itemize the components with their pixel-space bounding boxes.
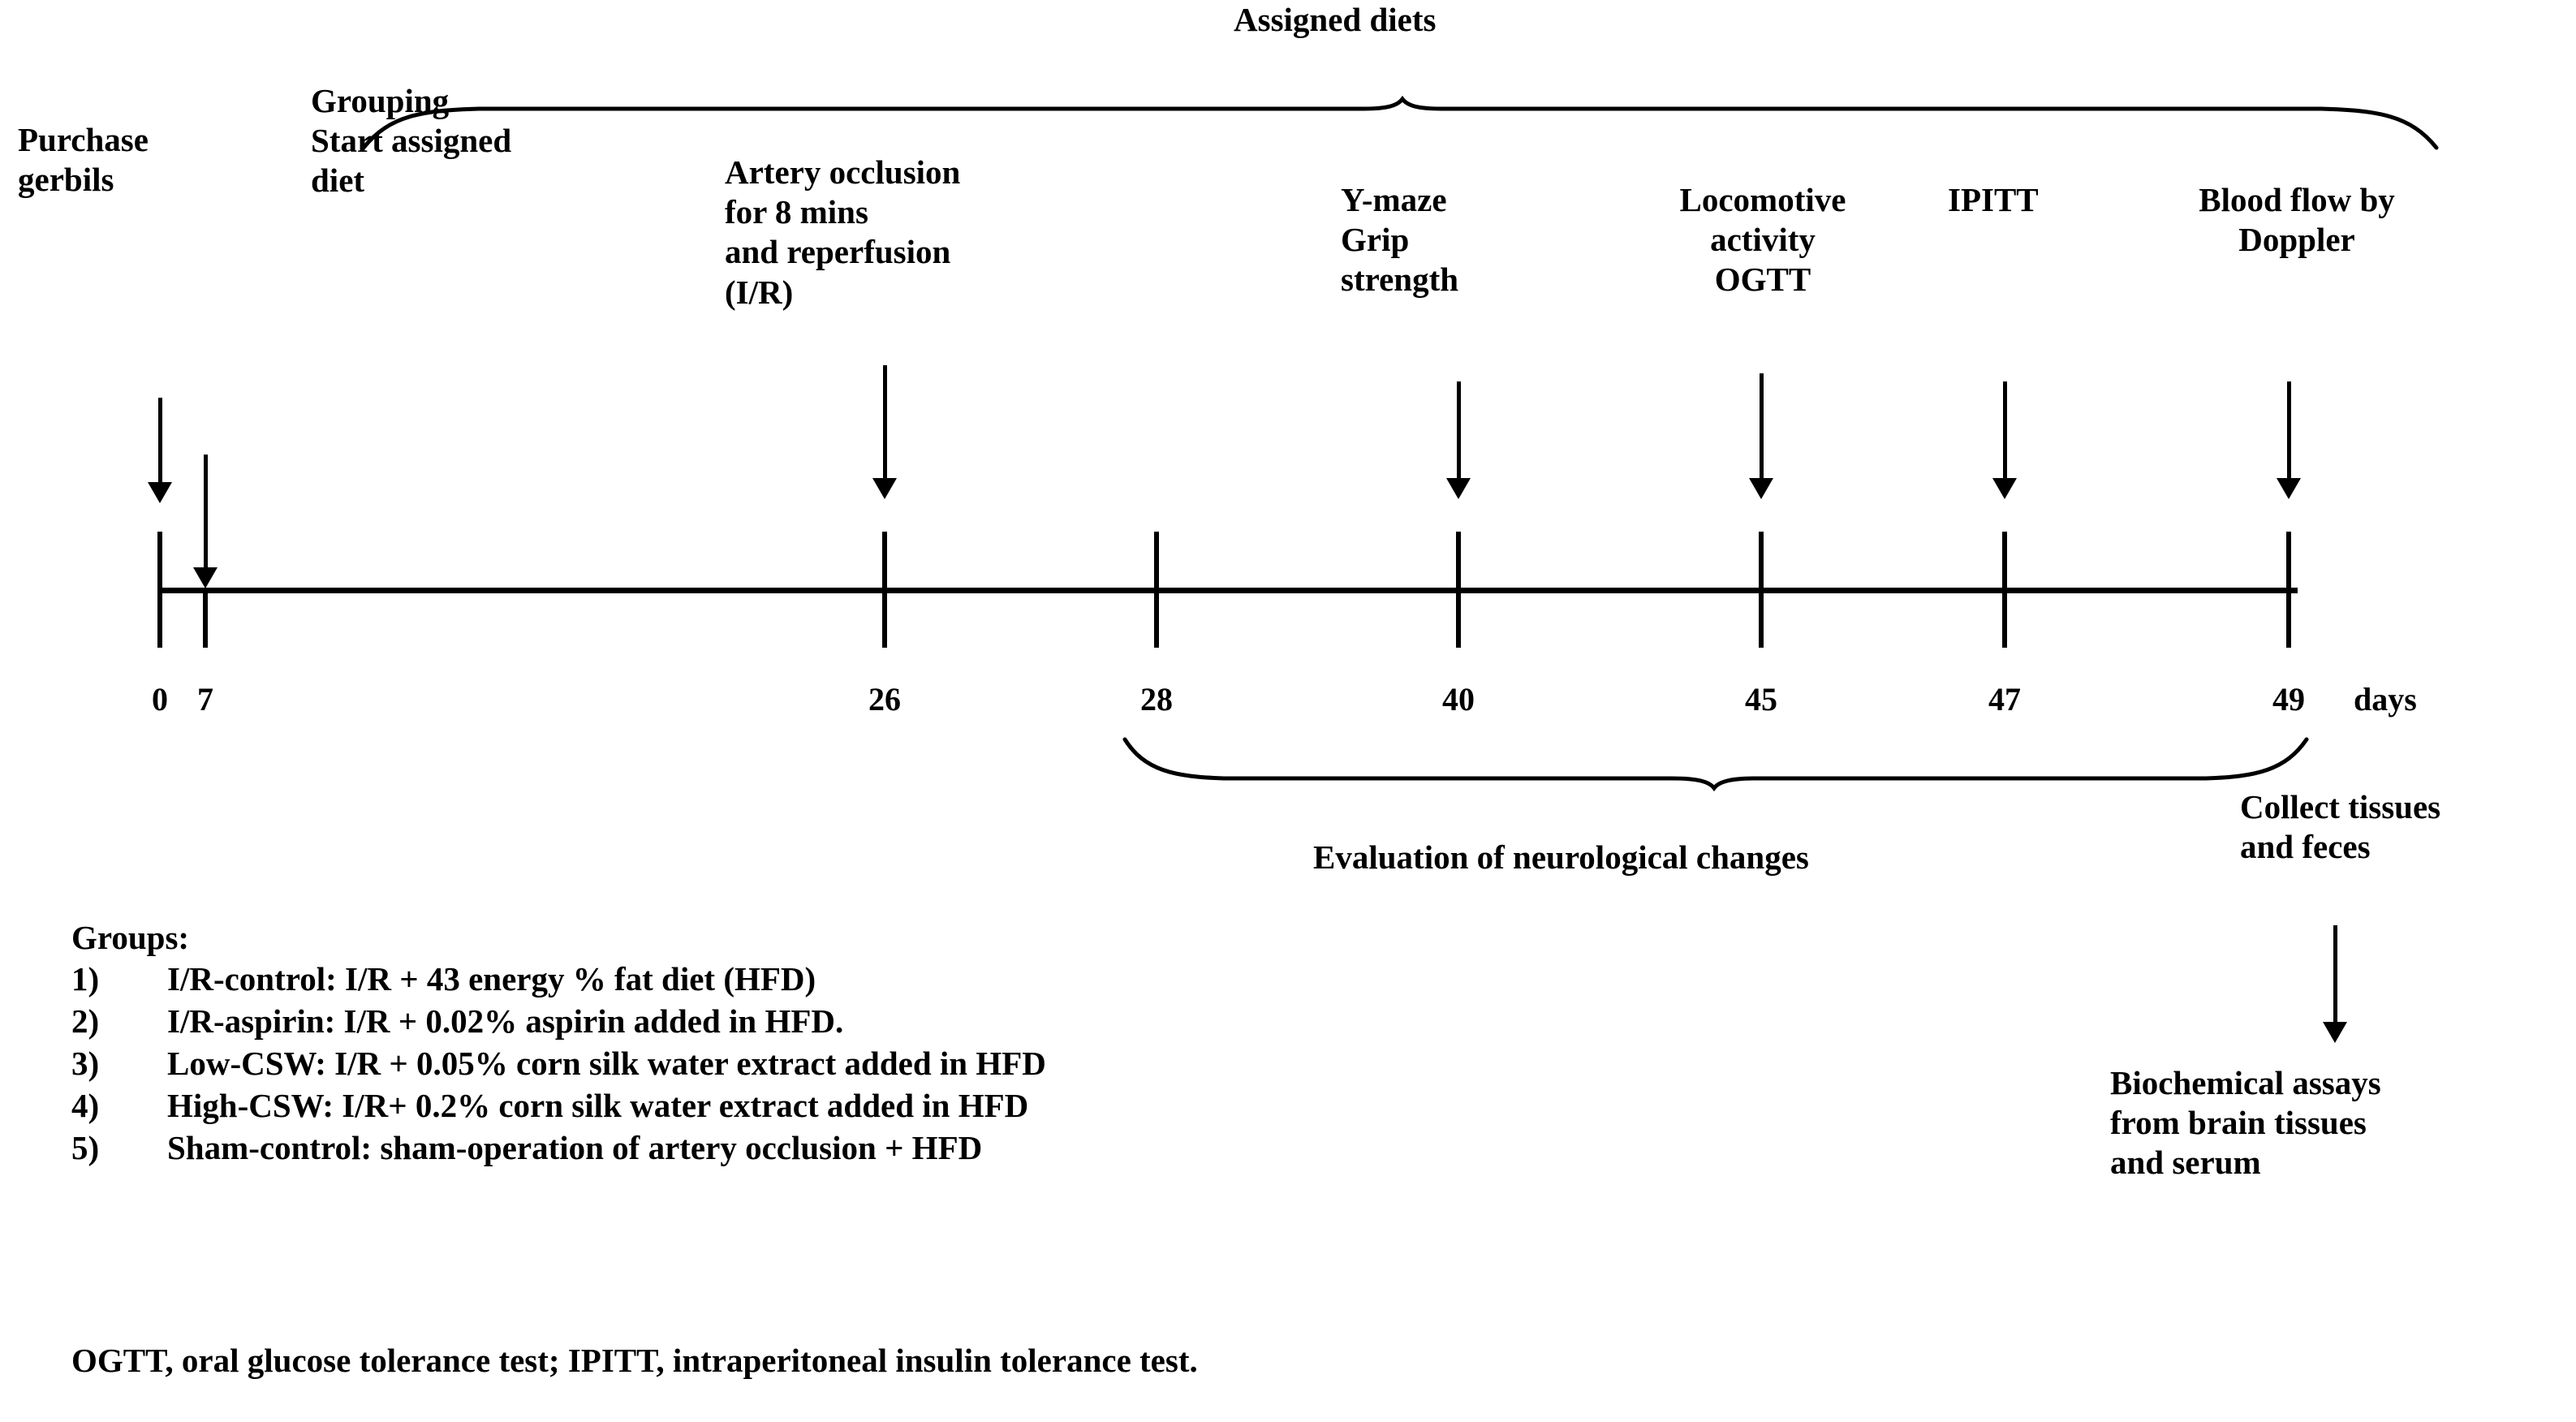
collect-tissues-label: Collect tissues and feces xyxy=(2240,788,2441,866)
arrow-collect-to-assay xyxy=(2323,925,2347,1043)
abbreviations-footnote: OGTT, oral glucose tolerance test; IPITT… xyxy=(71,1342,1198,1379)
group-number: 1) xyxy=(71,960,100,998)
tick-day-28 xyxy=(1154,532,1159,648)
group-item-2: 2) I/R-aspirin: I/R + 0.02% aspirin adde… xyxy=(71,1005,1046,1038)
tick-day-7 xyxy=(203,588,208,648)
group-number: 5) xyxy=(71,1129,100,1166)
day-label-7: 7 xyxy=(197,681,213,717)
axis-unit-label: days xyxy=(2354,681,2417,717)
group-item-1: 1) I/R-control: I/R + 43 energy % fat di… xyxy=(71,963,1046,996)
event-label-day-0: Purchase gerbils xyxy=(18,121,149,199)
arrow-day-49 xyxy=(2277,381,2301,499)
day-label-28: 28 xyxy=(1140,681,1173,717)
timeline-axis xyxy=(160,588,2298,593)
day-label-40: 40 xyxy=(1442,681,1475,717)
group-number: 4) xyxy=(71,1087,100,1124)
tick-day-40 xyxy=(1456,532,1461,648)
arrow-day-7 xyxy=(193,455,218,588)
event-label-day-49: Blood flow by Doppler xyxy=(2199,181,2395,259)
group-text: High-CSW: I/R+ 0.2% corn silk water extr… xyxy=(167,1087,1029,1124)
tick-day-0 xyxy=(157,532,162,648)
group-text: I/R-control: I/R + 43 energy % fat diet … xyxy=(167,960,816,998)
tick-day-47 xyxy=(2002,532,2007,648)
group-number: 2) xyxy=(71,1002,100,1040)
event-label-day-7: Grouping Start assigned diet xyxy=(311,82,512,200)
biochemical-assays-label: Biochemical assays from brain tissues an… xyxy=(2110,1064,2381,1182)
tick-day-26 xyxy=(882,532,887,648)
groups-heading: Groups: xyxy=(71,919,190,956)
group-item-3: 3) Low-CSW: I/R + 0.05% corn silk water … xyxy=(71,1047,1046,1080)
arrow-day-0 xyxy=(148,398,172,503)
event-label-day-40: Y-maze Grip strength xyxy=(1341,181,1459,299)
groups-block: Groups: 1) I/R-control: I/R + 43 energy … xyxy=(71,921,1046,1174)
top-brace-label: Assigned diets xyxy=(1234,1,1437,38)
group-number: 3) xyxy=(71,1045,100,1082)
group-item-5: 5) Sham-control: sham-operation of arter… xyxy=(71,1131,1046,1165)
arrow-day-45 xyxy=(1749,373,1773,499)
event-label-day-26: Artery occlusion for 8 mins and reperfus… xyxy=(725,153,961,311)
day-label-26: 26 xyxy=(868,681,901,717)
arrow-day-40 xyxy=(1446,381,1471,499)
bottom-brace xyxy=(1120,735,2313,792)
group-text: Low-CSW: I/R + 0.05% corn silk water ext… xyxy=(167,1045,1046,1082)
arrow-day-47 xyxy=(1992,381,2017,499)
tick-day-49 xyxy=(2286,532,2291,648)
bottom-brace-label: Evaluation of neurological changes xyxy=(1313,838,1809,876)
day-label-45: 45 xyxy=(1745,681,1777,717)
group-text: Sham-control: sham-operation of artery o… xyxy=(167,1129,983,1166)
day-label-47: 47 xyxy=(1988,681,2021,717)
tick-day-45 xyxy=(1759,532,1764,648)
event-label-day-45: Locomotive activity OGTT xyxy=(1679,181,1846,299)
group-item-4: 4) High-CSW: I/R+ 0.2% corn silk water e… xyxy=(71,1089,1046,1123)
event-label-day-47: IPITT xyxy=(1948,181,2039,218)
day-label-49: 49 xyxy=(2272,681,2305,717)
top-brace xyxy=(357,95,2443,154)
day-label-0: 0 xyxy=(152,681,168,717)
group-text: I/R-aspirin: I/R + 0.02% aspirin added i… xyxy=(167,1002,844,1040)
arrow-day-26 xyxy=(872,365,897,499)
